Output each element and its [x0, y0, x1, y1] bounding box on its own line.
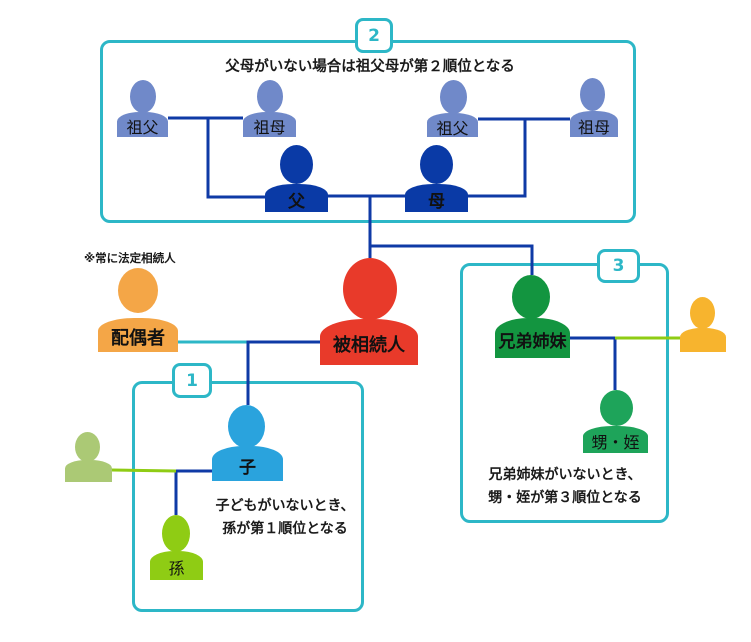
- person-head-icon: [690, 297, 715, 329]
- paternal-grandfather-label: 祖父: [117, 112, 168, 137]
- rank1-caption-line-1: 子どもがいないとき、: [215, 498, 355, 514]
- person-head-icon: [280, 145, 313, 184]
- person-head-icon: [75, 432, 100, 462]
- person-head-icon: [440, 80, 467, 114]
- rank3-badge: 3: [597, 249, 640, 283]
- person-head-icon: [580, 78, 605, 111]
- parents-to-sibling-line: [370, 244, 534, 275]
- person-head-icon: [130, 80, 156, 113]
- rank3-caption-line-1: 兄弟姉妹がいないとき、: [488, 467, 642, 483]
- person-head-icon: [162, 515, 190, 552]
- person-head-icon: [343, 258, 397, 320]
- rank3-caption-line-2: 甥・姪が第３順位となる: [488, 490, 642, 506]
- rank1-caption-line-2: 孫が第１順位となる: [222, 521, 348, 537]
- maternal-grandparents-to-mother-line: [468, 119, 527, 198]
- person-head-icon: [118, 268, 158, 313]
- person-head-icon: [512, 275, 550, 319]
- sibling-spouse-body: [680, 328, 726, 352]
- sibling-marriage-line-blue: [570, 336, 617, 390]
- spouse-label: 配偶者: [98, 318, 178, 352]
- nephew-niece-label: 甥・姪: [583, 426, 648, 453]
- person-head-icon: [420, 145, 453, 184]
- deceased-label: 被相続人: [320, 319, 418, 365]
- child-spouse-line: [111, 468, 177, 473]
- rank2-badge: 2: [355, 18, 393, 53]
- rank3-group-box: [460, 263, 669, 523]
- person-head-icon: [228, 405, 265, 448]
- mother-label: 母: [405, 184, 468, 212]
- rank1-caption: 子どもがいないとき、 孫が第１順位となる: [200, 495, 370, 541]
- person-head-icon: [257, 80, 283, 113]
- spouse-note: ※常に法定相続人: [84, 251, 176, 265]
- paternal-grandparents-to-father-line: [206, 118, 265, 199]
- child-spouse-body: [65, 460, 112, 482]
- rank3-caption: 兄弟姉妹がいないとき、 甥・姪が第３順位となる: [470, 464, 660, 510]
- rank2-caption: 父母がいない場合は祖父母が第２順位となる: [225, 59, 515, 75]
- father-label: 父: [265, 184, 328, 212]
- grandchild-label: 孫: [150, 551, 203, 580]
- rank1-badge: 1: [172, 363, 212, 398]
- maternal-grandfather-label: 祖父: [427, 113, 478, 138]
- sibling-label: 兄弟姉妹: [495, 318, 570, 358]
- child-label: 子: [212, 446, 283, 481]
- deceased-to-child-line: [246, 340, 320, 405]
- maternal-grandmother-label: 祖母: [570, 111, 618, 137]
- person-head-icon: [600, 390, 633, 426]
- paternal-grandmother-label: 祖母: [243, 112, 296, 137]
